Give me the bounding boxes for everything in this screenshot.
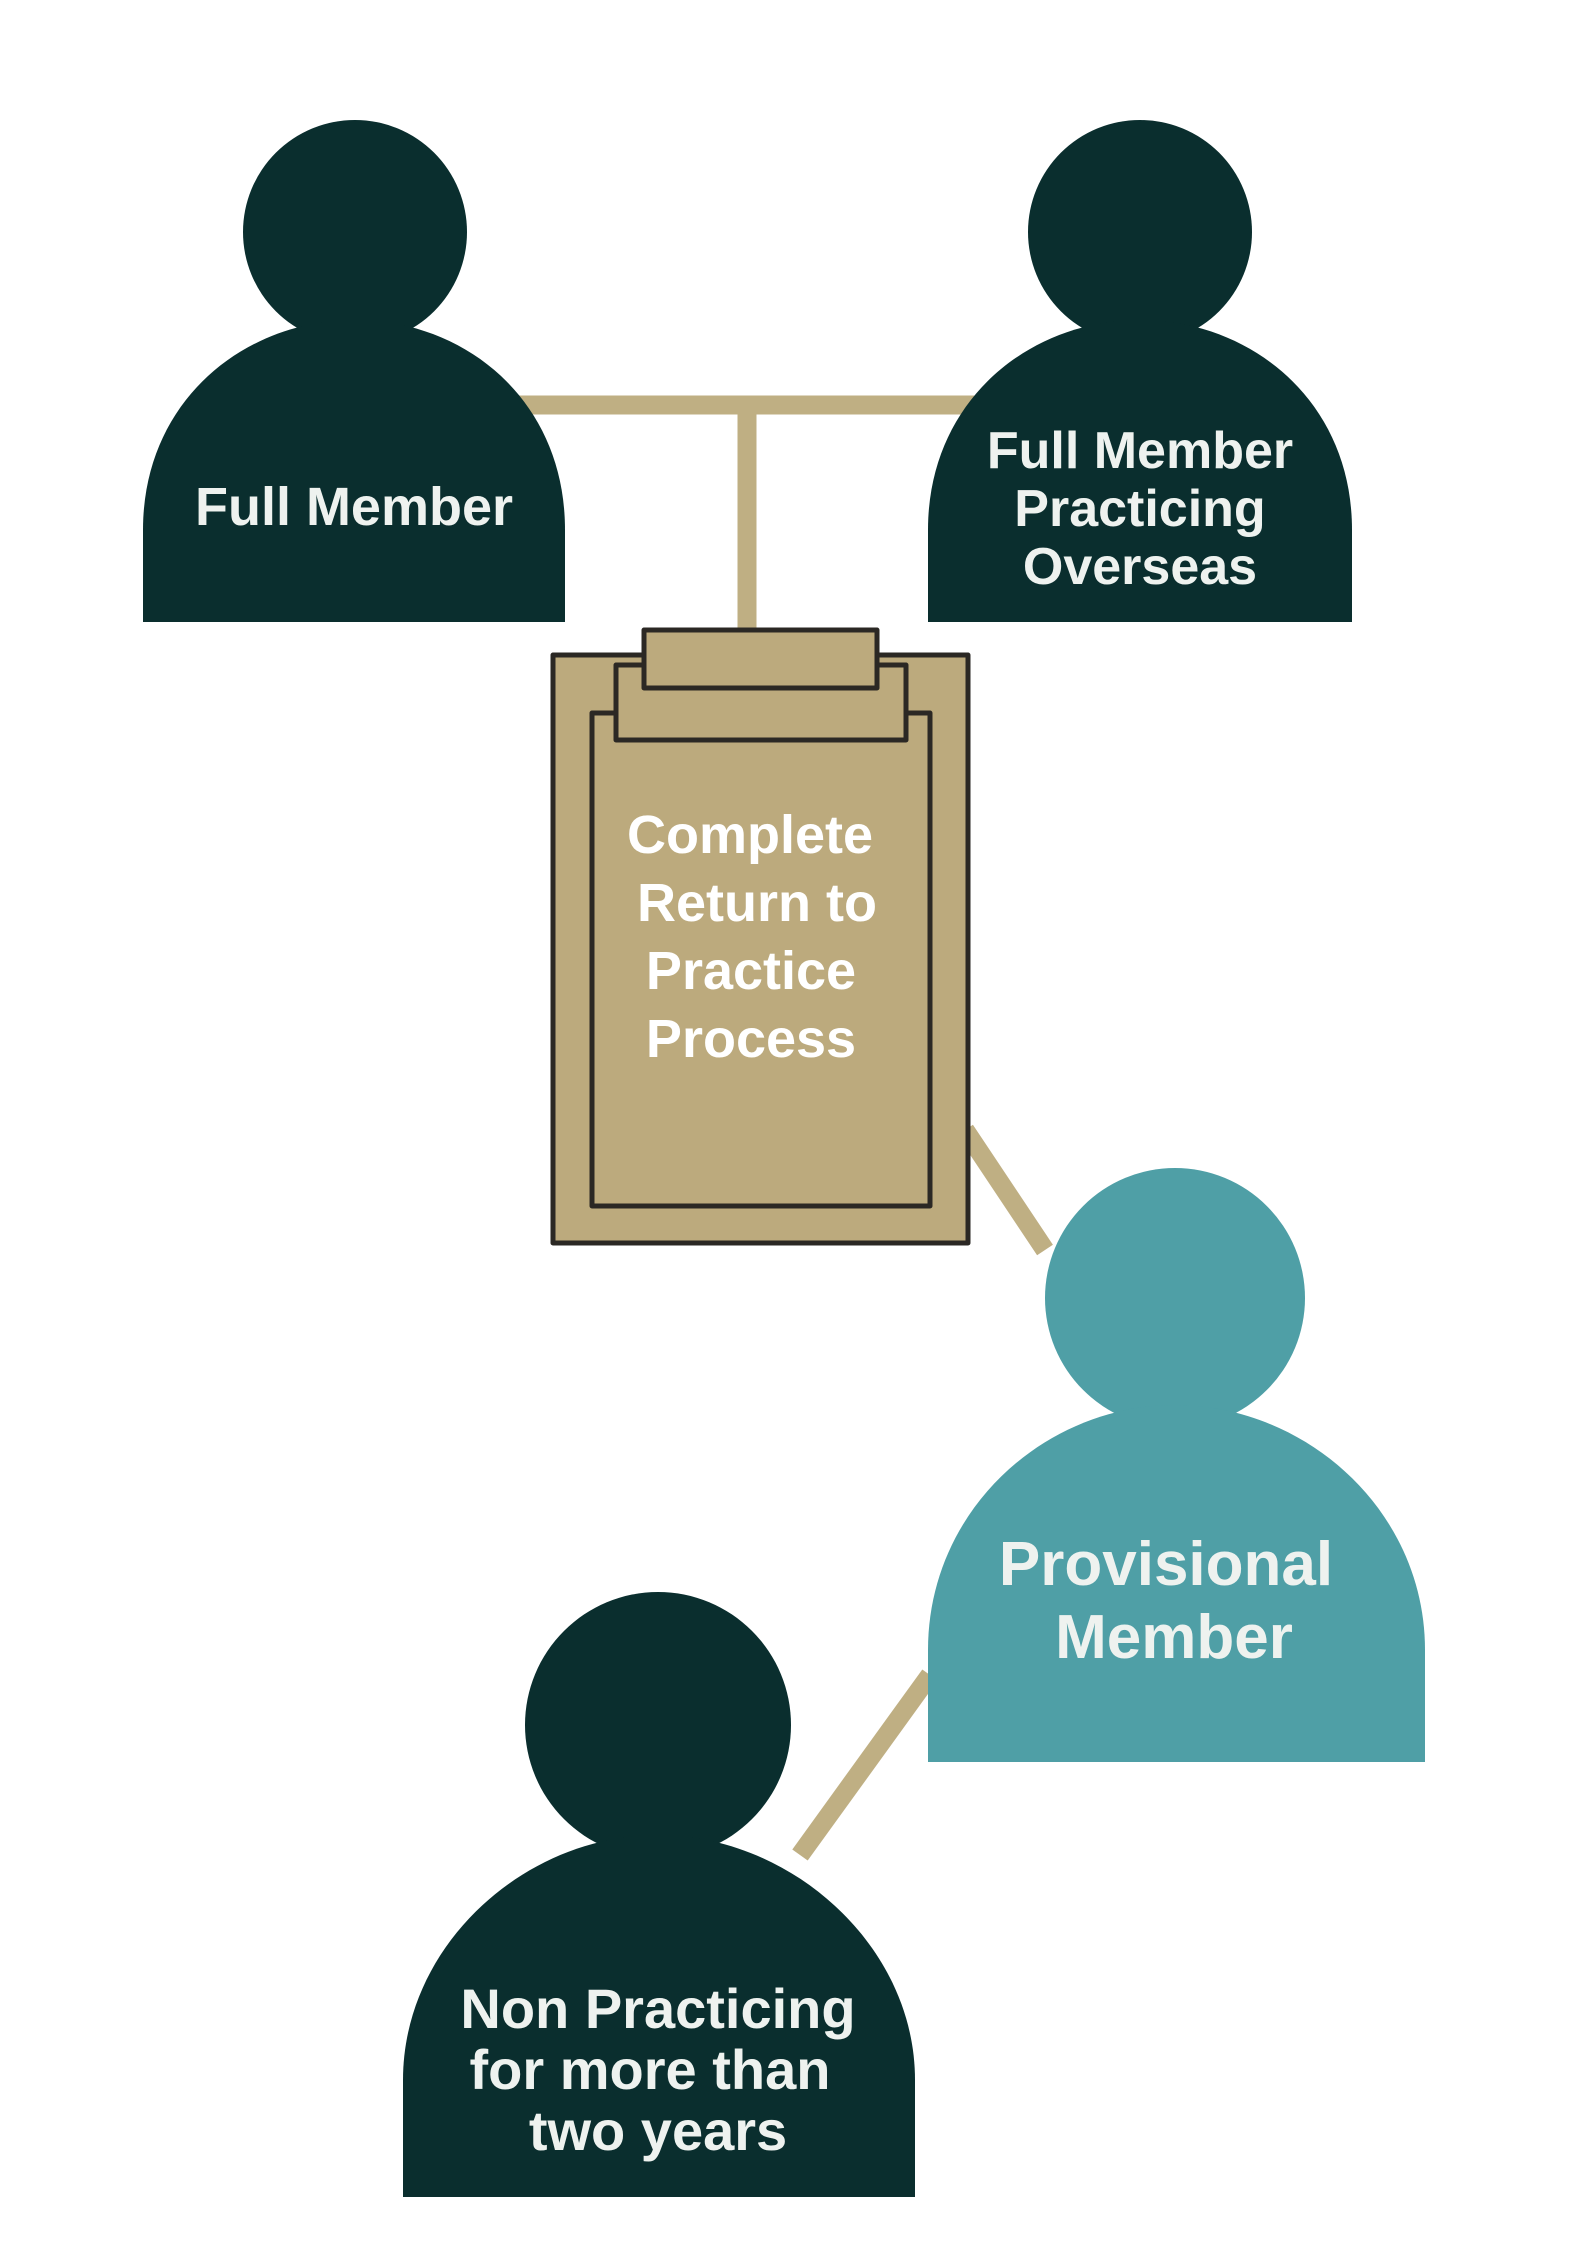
person-full-member: Full Member	[143, 120, 565, 622]
person-provisional-member: Provisional Member	[928, 1168, 1425, 1762]
person-label-line-2: for more than	[470, 2038, 831, 2101]
person-label-line-3: two years	[529, 2099, 787, 2162]
connectors	[510, 395, 1053, 1861]
person-label-line-3: Overseas	[1023, 538, 1257, 596]
person-label-line-2: Practicing	[1014, 480, 1265, 538]
connector-clipboard-provisional	[957, 1124, 1053, 1256]
clipboard-label-line-4: Process	[646, 1009, 856, 1069]
clipboard-return-to-practice: Complete Return to Practice Process	[550, 627, 971, 1246]
person-full-member-overseas: Full Member Practicing Overseas	[928, 120, 1352, 622]
clipboard-label-line-3: Practice	[646, 941, 856, 1001]
clipboard-label-line-1: Complete	[627, 805, 873, 865]
person-non-practicing: Non Practicing for more than two years	[403, 1592, 915, 2197]
person-icon-head	[243, 120, 467, 344]
person-label: Full Member	[195, 477, 513, 537]
person-label-line-2: Member	[1055, 1603, 1293, 1672]
clipboard-clip-top	[641, 627, 880, 691]
person-icon-head	[525, 1592, 791, 1858]
person-label-line-1: Provisional	[999, 1530, 1333, 1599]
connector-provisional-nonpracticing	[792, 1669, 938, 1861]
person-label-line-1: Non Practicing	[460, 1977, 855, 2040]
clipboard-label-line-2: Return to	[637, 873, 877, 933]
person-icon-head	[1045, 1168, 1305, 1428]
person-icon-body	[928, 320, 1352, 622]
person-label-line-1: Full Member	[987, 422, 1293, 480]
person-icon-head	[1028, 120, 1252, 344]
person-icon-body	[928, 1405, 1425, 1762]
person-icon-body	[143, 320, 565, 622]
person-icon-body	[403, 1835, 915, 2197]
